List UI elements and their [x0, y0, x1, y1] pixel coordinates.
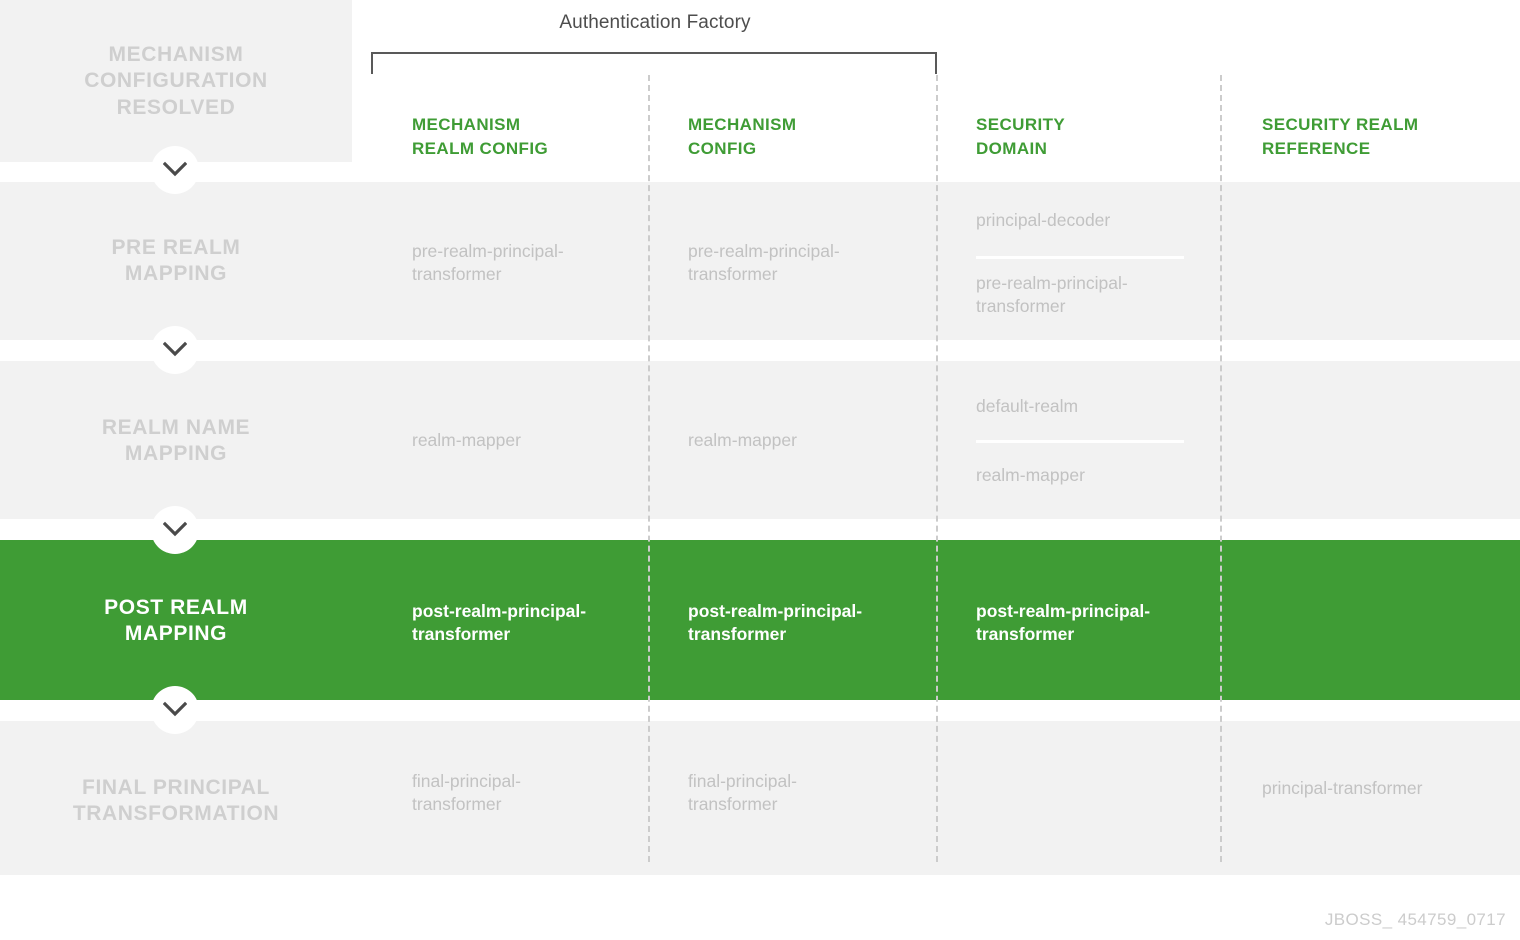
cell-final-principal-transformation-mechanism-realm-config: final-principal- transformer — [412, 770, 622, 816]
cell-line-2: transformer — [412, 793, 502, 814]
stage-label-post-realm-mapping: POST REALM MAPPING — [0, 595, 352, 648]
column-header-security-domain: SECURITY DOMAIN — [976, 113, 1191, 161]
cell-line-1: post-realm-principal- — [412, 601, 587, 621]
bracket-line — [371, 52, 937, 74]
stage-label-line-2: MAPPING — [124, 442, 228, 466]
cell-subdivider-pre-realm-mapping — [976, 256, 1184, 259]
cell-line-1: realm-mapper — [688, 430, 797, 450]
chevron-down-icon-1 — [151, 146, 199, 194]
cell-pre-realm-mapping-mechanism-config: pre-realm-principal- transformer — [688, 240, 903, 286]
stage-label-final-principal-transformation: FINAL PRINCIPAL TRANSFORMATION — [0, 775, 352, 828]
stage-label-line-2: TRANSFORMATION — [72, 802, 280, 826]
column-header-line-2: DOMAIN — [976, 139, 1048, 159]
bracket-label-authentication-factory: Authentication Factory — [559, 12, 751, 33]
cell-line-1: principal-decoder — [976, 210, 1111, 230]
column-header-line-1: SECURITY — [976, 115, 1066, 134]
column-divider-1 — [648, 75, 650, 862]
column-header-line-1: MECHANISM — [688, 115, 797, 134]
chevron-down-icon-4 — [151, 686, 199, 734]
column-header-line-1: MECHANISM — [412, 115, 521, 134]
stage-label-line-1: PRE REALM — [111, 236, 241, 259]
cell-final-principal-transformation-mechanism-config: final-principal- transformer — [688, 770, 903, 816]
cell-realm-name-mapping-mechanism-config: realm-mapper — [688, 429, 903, 452]
stage-label-line-2: CONFIGURATION — [84, 69, 268, 93]
cell-line-2: transformer — [688, 263, 778, 284]
stage-label-pre-realm-mapping: PRE REALM MAPPING — [0, 235, 352, 288]
cell-line-1: final-principal- — [412, 771, 521, 791]
row-background-realm-name-mapping — [0, 361, 1520, 519]
cell-line-2: transformer — [976, 295, 1066, 316]
cell-line-2: transformer — [688, 793, 778, 814]
column-header-security-realm-reference: SECURITY REALM REFERENCE — [1262, 113, 1502, 161]
cell-pre-realm-mapping-security-domain-primary: principal-decoder — [976, 209, 1191, 232]
column-header-line-2: REFERENCE — [1262, 139, 1371, 159]
stage-label-line-1: REALM NAME — [101, 416, 251, 439]
cell-realm-name-mapping-mechanism-realm-config: realm-mapper — [412, 429, 622, 452]
column-header-line-2: CONFIG — [688, 139, 757, 159]
column-header-line-1: SECURITY REALM — [1262, 115, 1419, 134]
cell-line-1: pre-realm-principal- — [688, 241, 840, 261]
column-divider-3 — [1220, 75, 1222, 862]
stage-label-line-1: MECHANISM — [108, 43, 244, 66]
stage-label-mechanism-configuration-resolved: MECHANISM CONFIGURATION RESOLVED — [0, 42, 352, 121]
column-header-line-2: REALM CONFIG — [412, 139, 549, 159]
cell-line-1: pre-realm-principal- — [412, 241, 564, 261]
cell-line-2: transformer — [412, 263, 502, 284]
stage-label-line-1: POST REALM — [104, 596, 248, 619]
stage-label-line-2: MAPPING — [124, 622, 228, 646]
row-background-final-principal-transformation — [0, 721, 1520, 875]
cell-post-realm-mapping-mechanism-config: post-realm-principal- transformer — [688, 600, 903, 646]
footer-document-id: JBOSS_ 454759_0717 — [1324, 910, 1506, 929]
cell-pre-realm-mapping-security-domain-secondary: pre-realm-principal- transformer — [976, 272, 1191, 318]
stage-label-line-1: FINAL PRINCIPAL — [82, 776, 270, 799]
stage-label-line-2: MAPPING — [124, 262, 228, 286]
chevron-down-icon-3 — [151, 506, 199, 554]
row-background-post-realm-mapping — [0, 540, 1520, 700]
cell-post-realm-mapping-security-domain: post-realm-principal- transformer — [976, 600, 1191, 646]
cell-pre-realm-mapping-mechanism-realm-config: pre-realm-principal- transformer — [412, 240, 622, 286]
cell-realm-name-mapping-security-domain-secondary: realm-mapper — [976, 464, 1191, 487]
stage-label-line-3: RESOLVED — [116, 95, 236, 119]
cell-line-1: realm-mapper — [412, 430, 521, 450]
cell-post-realm-mapping-mechanism-realm-config: post-realm-principal- transformer — [412, 600, 622, 646]
cell-line-1: default-realm — [976, 396, 1079, 416]
cell-line-2: transformer — [976, 623, 1075, 644]
cell-line-1: post-realm-principal- — [688, 601, 863, 621]
row-background-pre-realm-mapping — [0, 182, 1520, 340]
stage-label-realm-name-mapping: REALM NAME MAPPING — [0, 415, 352, 468]
column-divider-2 — [936, 75, 938, 862]
cell-line-2: transformer — [412, 623, 511, 644]
cell-realm-name-mapping-security-domain-primary: default-realm — [976, 395, 1191, 418]
chevron-down-icon-2 — [151, 326, 199, 374]
cell-line-2: transformer — [688, 623, 787, 644]
row-background-mechanism-configuration-resolved — [0, 0, 352, 162]
cell-subdivider-realm-name-mapping — [976, 440, 1184, 443]
cell-line-1: realm-mapper — [976, 465, 1085, 485]
cell-line-1: post-realm-principal- — [976, 601, 1151, 621]
cell-line-1: pre-realm-principal- — [976, 273, 1128, 293]
column-header-mechanism-config: MECHANISM CONFIG — [688, 113, 903, 161]
cell-line-1: principal-transformer — [1262, 778, 1423, 798]
column-header-mechanism-realm-config: MECHANISM REALM CONFIG — [412, 113, 622, 161]
cell-line-1: final-principal- — [688, 771, 797, 791]
cell-final-principal-transformation-security-realm-reference: principal-transformer — [1262, 777, 1502, 800]
